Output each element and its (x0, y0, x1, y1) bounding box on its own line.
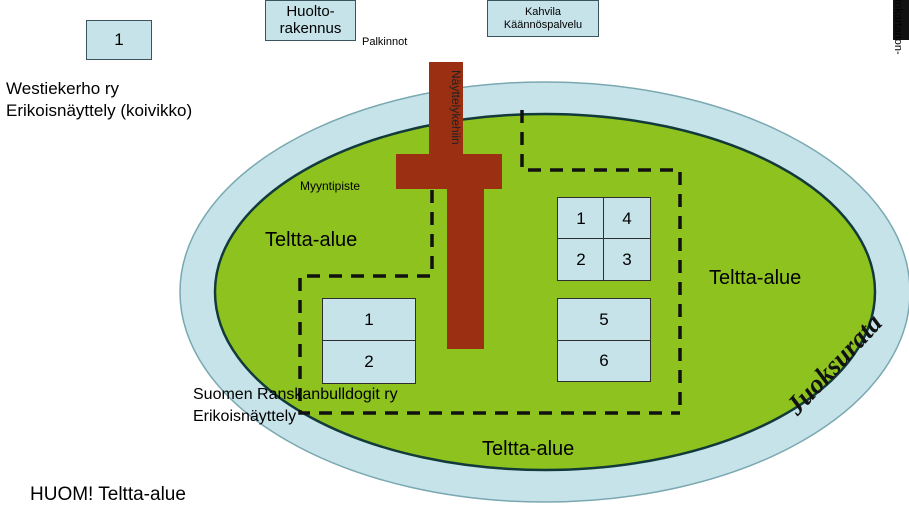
show-ring-walkway-crossbar (396, 154, 502, 189)
huolto-line-1: Huolto- (286, 3, 335, 20)
westie-box-1: 1 (86, 20, 152, 60)
ring-center-2: 2 (557, 238, 605, 281)
ring-center-3: 3 (603, 238, 651, 281)
westie-line-1: Westiekerho ry (6, 79, 120, 98)
kahvila-line-2: Käännöspalvelu (503, 18, 583, 31)
ranskan-line-1: Suomen Ranskanbulldogit ry (193, 386, 398, 403)
show-ring-walkway-top (429, 62, 463, 156)
right-edge-vertical-text: rinkartanon- (892, 0, 904, 55)
kahvila-building: Kahvila Käännöspalvelu (487, 0, 599, 37)
edge-black-marker (893, 0, 909, 40)
ring-center-4: 4 (603, 197, 651, 240)
naytelykehiin-label: Näyttelykehiin (449, 70, 463, 145)
huom-note: HUOM! Teltta-alue (30, 484, 186, 505)
palkinnot-label: Palkinnot (362, 36, 408, 48)
ranskanbulldogit-label: Suomen Ranskanbulldogit ry Erikoisnäytte… (193, 384, 398, 427)
dashed-boundary-right (520, 110, 682, 413)
ranskan-line-2: Erikoisnäyttely (193, 407, 297, 425)
tent-area-right-label: Teltta-alue (709, 267, 802, 289)
myyntipiste-label: Myyntipiste (300, 179, 361, 193)
tent-area-left-label: Teltta-alue (265, 229, 358, 251)
westie-line-2: Erikoisnäyttely (koivikko) (6, 101, 193, 121)
ring-left-1: 1 (322, 298, 416, 342)
kahvila-line-1: Kahvila (524, 6, 562, 19)
westie-label: Westiekerho ry Erikoisnäyttely (koivikko… (6, 78, 192, 122)
tent-area-bottom-label: Teltta-alue (482, 438, 575, 460)
ring-right-6: 6 (557, 340, 651, 382)
ring-center-1: 1 (557, 197, 605, 240)
huolto-line-2: rakennus (279, 19, 342, 37)
huolto-building: Huolto- rakennus (265, 0, 356, 41)
ring-left-2: 2 (322, 340, 416, 384)
ring-right-5: 5 (557, 298, 651, 342)
show-ring-walkway-bottom (447, 188, 484, 349)
